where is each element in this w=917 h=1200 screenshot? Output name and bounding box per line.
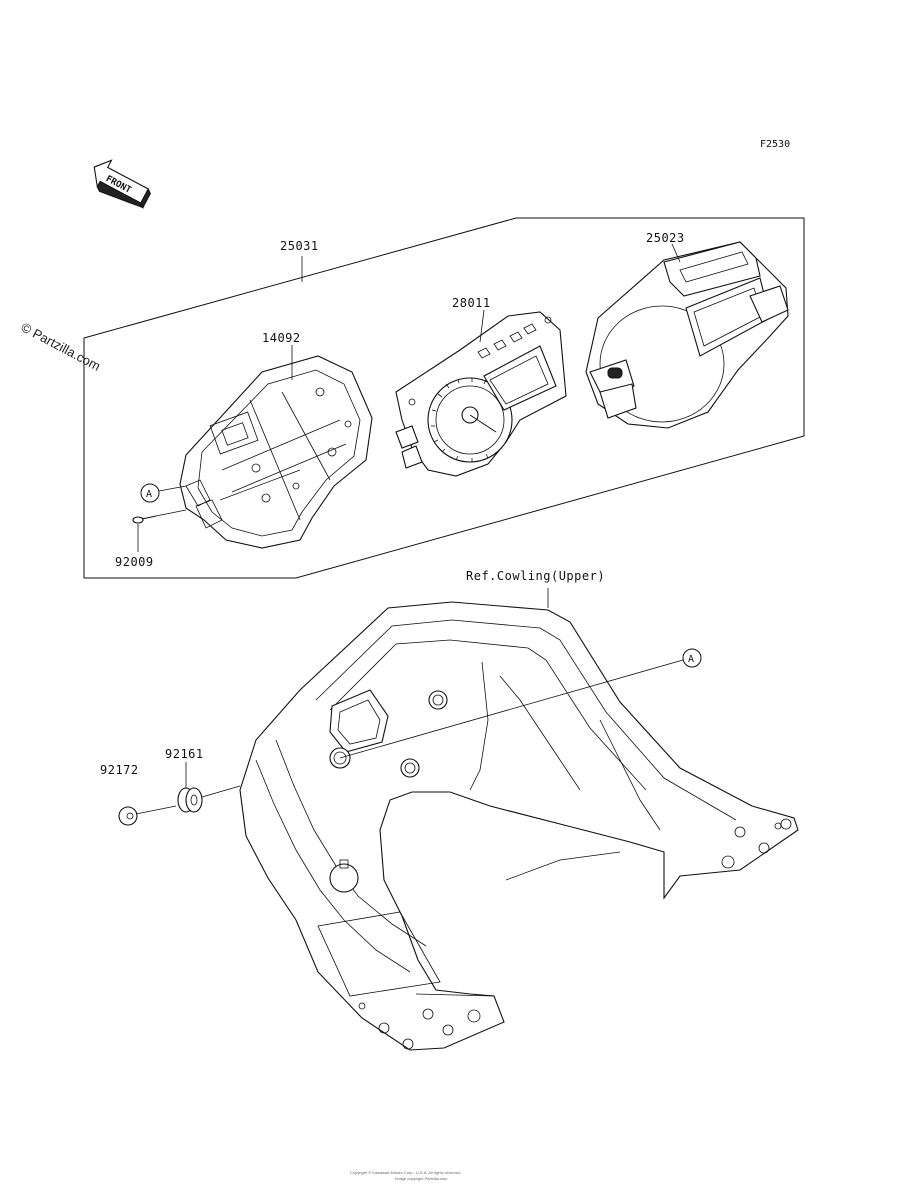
footer-image-credit: Image copyright Partzilla.com [395, 1176, 448, 1181]
collar-part [118, 805, 177, 826]
callout-92161: 92161 [165, 747, 204, 761]
callout-92009: 92009 [115, 555, 154, 569]
assembly-boundary [83, 217, 805, 579]
meter-case-lower [179, 355, 373, 549]
callout-14092: 14092 [262, 331, 301, 345]
callout-28011: 28011 [452, 296, 491, 310]
front-arrow-icon: FRONT [93, 159, 151, 209]
leader-28011 [479, 309, 485, 343]
leader-marker-a-cowling [339, 659, 684, 759]
upper-cowling [239, 601, 799, 1051]
leader-marker-a-assembly [158, 485, 187, 492]
meter-case-upper [585, 241, 789, 429]
footer-copyright: Copyright © Kawasaki Motors Corp., U.S.A… [350, 1170, 461, 1175]
callout-25023: 25023 [646, 231, 685, 245]
marker-a-cowling-label: A [688, 654, 694, 665]
marker-a-assembly [140, 483, 160, 503]
callout-92172: 92172 [100, 763, 139, 777]
marker-a-assembly-label: A [146, 489, 152, 500]
grommet-part [177, 785, 241, 813]
figure-code: F2530 [760, 139, 790, 150]
screw-part [132, 509, 187, 524]
leader-25023 [671, 243, 681, 263]
marker-a-cowling [682, 648, 702, 668]
callout-25031: 25031 [280, 239, 319, 253]
reference-label: Ref.Cowling(Upper) [466, 569, 605, 583]
watermark: © Partzilla.com [19, 319, 103, 373]
meter-unit [395, 311, 567, 477]
